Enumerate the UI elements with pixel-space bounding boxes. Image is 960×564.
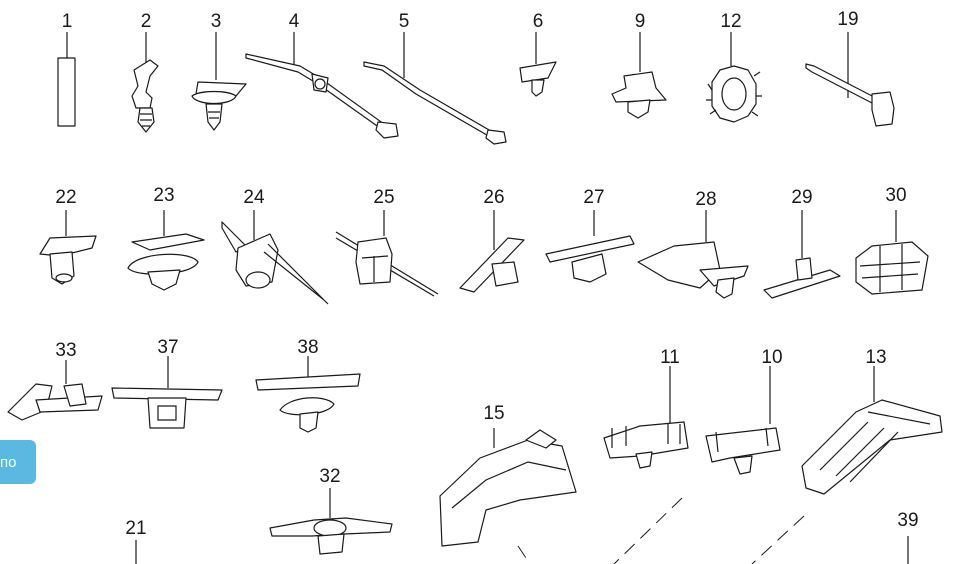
part-4-drawing [245, 32, 399, 139]
part-38-drawing [255, 356, 361, 433]
part-32-number: 32 [319, 466, 341, 487]
part-24-drawing [221, 210, 329, 305]
part-29-drawing [763, 210, 841, 299]
part-39-number: 39 [897, 510, 919, 531]
part-23-number: 23 [153, 185, 175, 206]
part-29-number: 29 [791, 187, 813, 208]
part-3-drawing [191, 32, 247, 131]
part-13-number: 13 [865, 347, 887, 368]
part-26-number: 26 [483, 187, 505, 208]
part-1-number: 1 [61, 11, 73, 32]
part-21-number: 21 [125, 518, 147, 539]
part-6-drawing [519, 32, 557, 97]
side-action-button[interactable]: по [0, 440, 36, 484]
part-12-number: 12 [720, 11, 742, 32]
part-4-number: 4 [288, 11, 300, 32]
part-38-number: 38 [297, 337, 319, 358]
part-22-number: 22 [55, 187, 77, 208]
part-30-drawing [855, 210, 929, 295]
part-33-drawing [7, 360, 103, 421]
part-33-number: 33 [55, 340, 77, 361]
part-9-number: 9 [634, 11, 646, 32]
part-30-number: 30 [885, 185, 907, 206]
part-3-number: 3 [210, 11, 222, 32]
part-15-number: 15 [483, 403, 505, 424]
part-25-number: 25 [373, 187, 395, 208]
part-19-number: 19 [837, 9, 859, 30]
part-5-drawing [363, 32, 507, 145]
part-37-number: 37 [157, 337, 179, 358]
part-32-drawing [269, 488, 393, 555]
part-10-drawing [705, 366, 805, 564]
part-6-number: 6 [532, 11, 544, 32]
part-2-number: 2 [140, 11, 152, 32]
part-23-drawing [127, 210, 205, 291]
part-22-drawing [39, 210, 97, 285]
part-27-number: 27 [583, 187, 605, 208]
part-1-drawing [57, 32, 76, 127]
part-5-number: 5 [398, 11, 410, 32]
part-2-drawing [131, 32, 159, 133]
part-19-drawing [805, 32, 895, 127]
part-28-drawing [637, 210, 749, 299]
part-9-drawing [611, 32, 667, 119]
part-37-drawing [111, 356, 223, 429]
part-12-drawing [706, 32, 762, 123]
part-11-number: 11 [660, 347, 680, 368]
part-15-drawing [439, 428, 577, 564]
part-11-drawing [603, 366, 689, 564]
part-27-drawing [545, 210, 635, 283]
side-action-label: по [0, 453, 17, 471]
part-28-number: 28 [695, 189, 717, 210]
part-25-drawing [335, 210, 439, 297]
part-13-drawing [801, 366, 943, 495]
part-26-drawing [459, 210, 525, 293]
part-10-number: 10 [761, 347, 783, 368]
part-24-number: 24 [243, 187, 265, 208]
